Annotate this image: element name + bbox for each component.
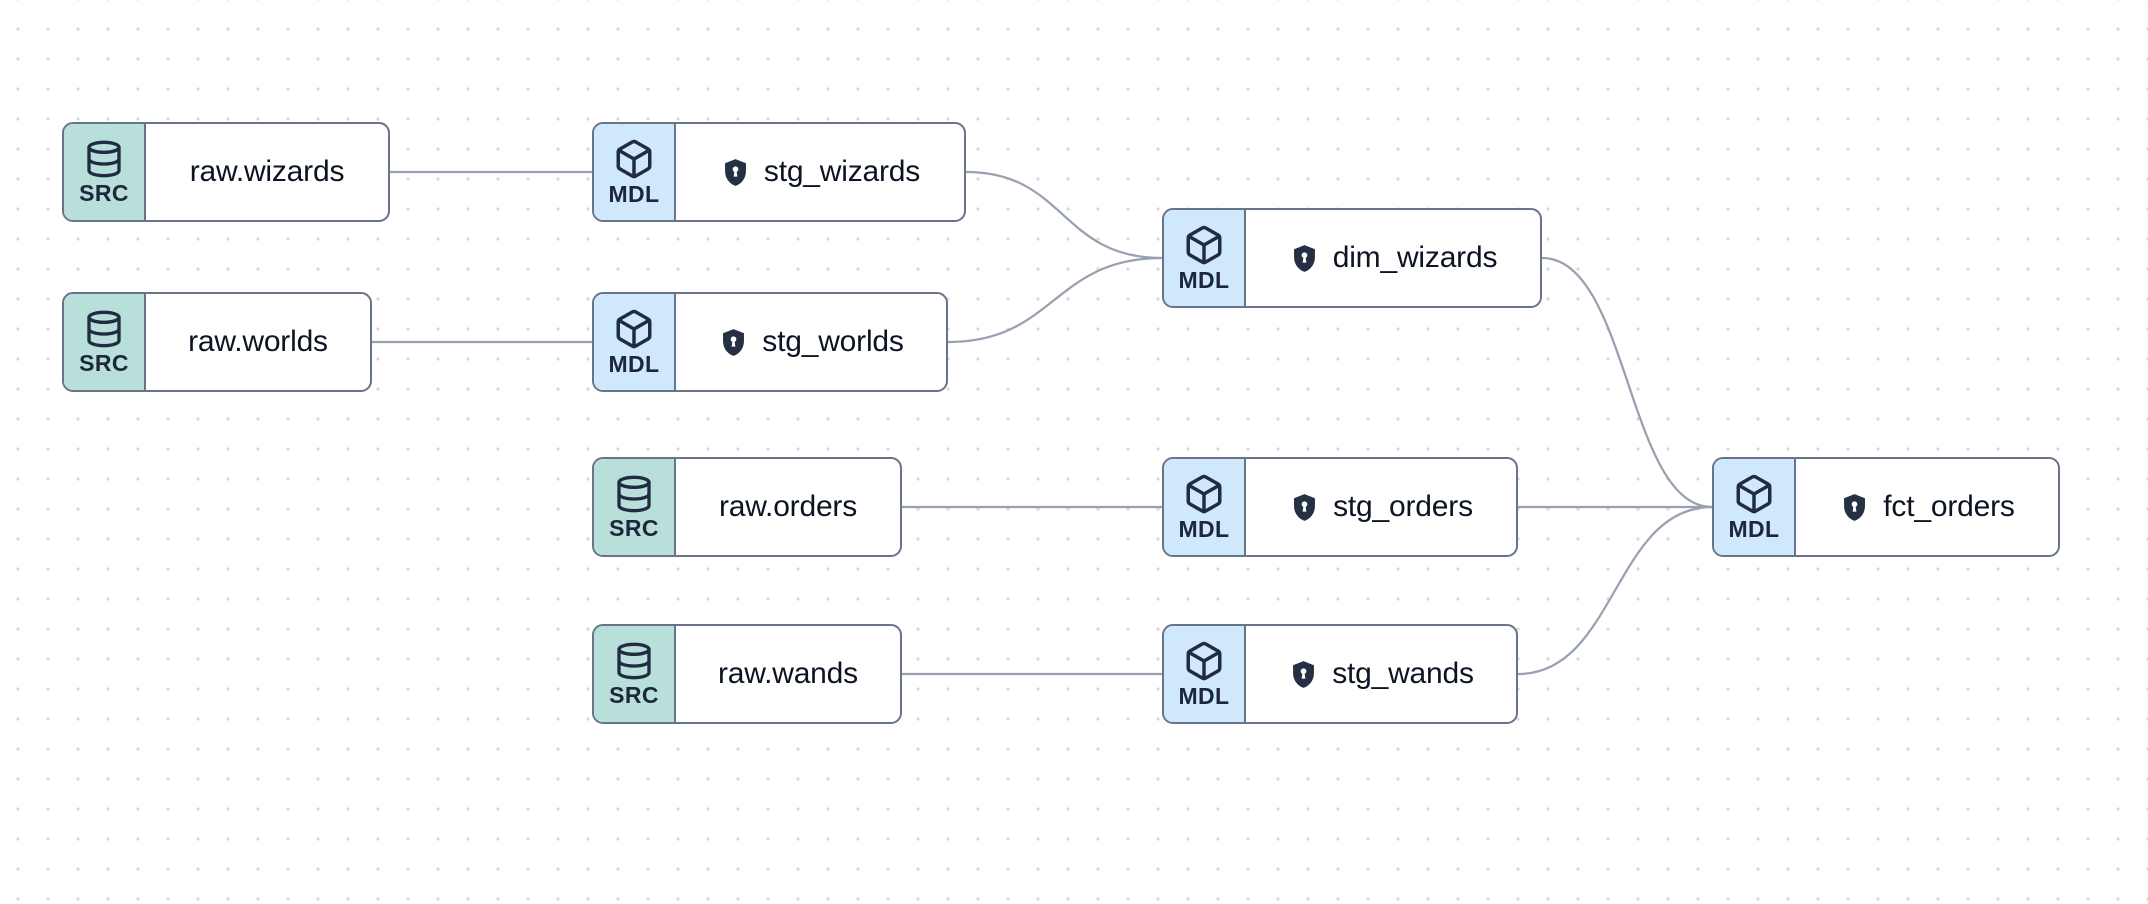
node-label: stg_orders [1333, 490, 1473, 523]
node-type-label: SRC [609, 515, 659, 541]
cube-icon [1183, 473, 1225, 515]
node-type-label: SRC [79, 350, 129, 376]
node-label-panel: stg_wands [1246, 626, 1516, 722]
node-fct-orders[interactable]: MDL fct_orders [1712, 457, 2060, 557]
node-type-label: MDL [1178, 267, 1230, 293]
node-label: stg_worlds [762, 325, 904, 358]
node-stg-wands[interactable]: MDL stg_wands [1162, 624, 1518, 724]
node-raw-worlds[interactable]: SRC raw.worlds [62, 292, 372, 392]
node-raw-wizards[interactable]: SRC raw.wizards [62, 122, 390, 222]
node-type-badge: MDL [1164, 210, 1246, 306]
node-type-badge: SRC [64, 124, 146, 220]
database-icon [84, 139, 124, 179]
database-icon [614, 641, 654, 681]
node-label-panel: dim_wizards [1246, 210, 1540, 306]
node-type-badge: MDL [1164, 626, 1246, 722]
node-type-badge: SRC [594, 459, 676, 555]
edge-stg-wands-to-fct-orders [1516, 505, 1714, 676]
edge-dim-wizards-to-fct-orders [1540, 256, 1714, 509]
node-stg-orders[interactable]: MDL stg_orders [1162, 457, 1518, 557]
node-label: raw.orders [718, 490, 858, 523]
node-label-panel: fct_orders [1796, 459, 2058, 555]
cube-icon [1733, 473, 1775, 515]
node-label: raw.wands [718, 657, 858, 690]
shield-icon [1288, 658, 1319, 691]
node-type-badge: MDL [1164, 459, 1246, 555]
node-type-badge: MDL [594, 294, 676, 390]
shield-icon [720, 156, 751, 189]
node-raw-wands[interactable]: SRC raw.wands [592, 624, 902, 724]
node-label: raw.worlds [188, 325, 328, 358]
node-stg-wizards[interactable]: MDL stg_wizards [592, 122, 966, 222]
node-stg-worlds[interactable]: MDL stg_worlds [592, 292, 948, 392]
node-label-panel: stg_wizards [676, 124, 964, 220]
shield-icon [1289, 491, 1320, 524]
node-label: raw.wizards [189, 155, 345, 188]
node-type-badge: SRC [594, 626, 676, 722]
cube-icon [1183, 640, 1225, 682]
node-type-badge: MDL [594, 124, 676, 220]
node-label: stg_wizards [763, 155, 921, 188]
node-type-label: SRC [609, 682, 659, 708]
database-icon [614, 474, 654, 514]
node-label-panel: raw.wands [676, 626, 900, 722]
edge-stg-wizards-to-dim-wizards [964, 170, 1164, 260]
node-type-label: MDL [1728, 516, 1780, 542]
node-raw-orders[interactable]: SRC raw.orders [592, 457, 902, 557]
shield-icon [1289, 242, 1320, 275]
node-label-panel: raw.wizards [146, 124, 388, 220]
cube-icon [613, 308, 655, 350]
edge-stg-worlds-to-dim-wizards [946, 256, 1164, 344]
node-label-panel: raw.orders [676, 459, 900, 555]
node-label: dim_wizards [1332, 241, 1498, 274]
node-type-label: MDL [608, 181, 660, 207]
cube-icon [1183, 224, 1225, 266]
node-type-badge: SRC [64, 294, 146, 390]
node-dim-wizards[interactable]: MDL dim_wizards [1162, 208, 1542, 308]
cube-icon [613, 138, 655, 180]
node-label: stg_wands [1332, 657, 1474, 690]
node-label-panel: stg_worlds [676, 294, 946, 390]
shield-icon [1839, 491, 1870, 524]
node-label-panel: raw.worlds [146, 294, 370, 390]
node-type-label: MDL [1178, 516, 1230, 542]
shield-icon [718, 326, 749, 359]
node-type-badge: MDL [1714, 459, 1796, 555]
node-type-label: MDL [1178, 683, 1230, 709]
node-label-panel: stg_orders [1246, 459, 1516, 555]
node-label: fct_orders [1883, 490, 2015, 523]
database-icon [84, 309, 124, 349]
node-type-label: MDL [608, 351, 660, 377]
node-type-label: SRC [79, 180, 129, 206]
